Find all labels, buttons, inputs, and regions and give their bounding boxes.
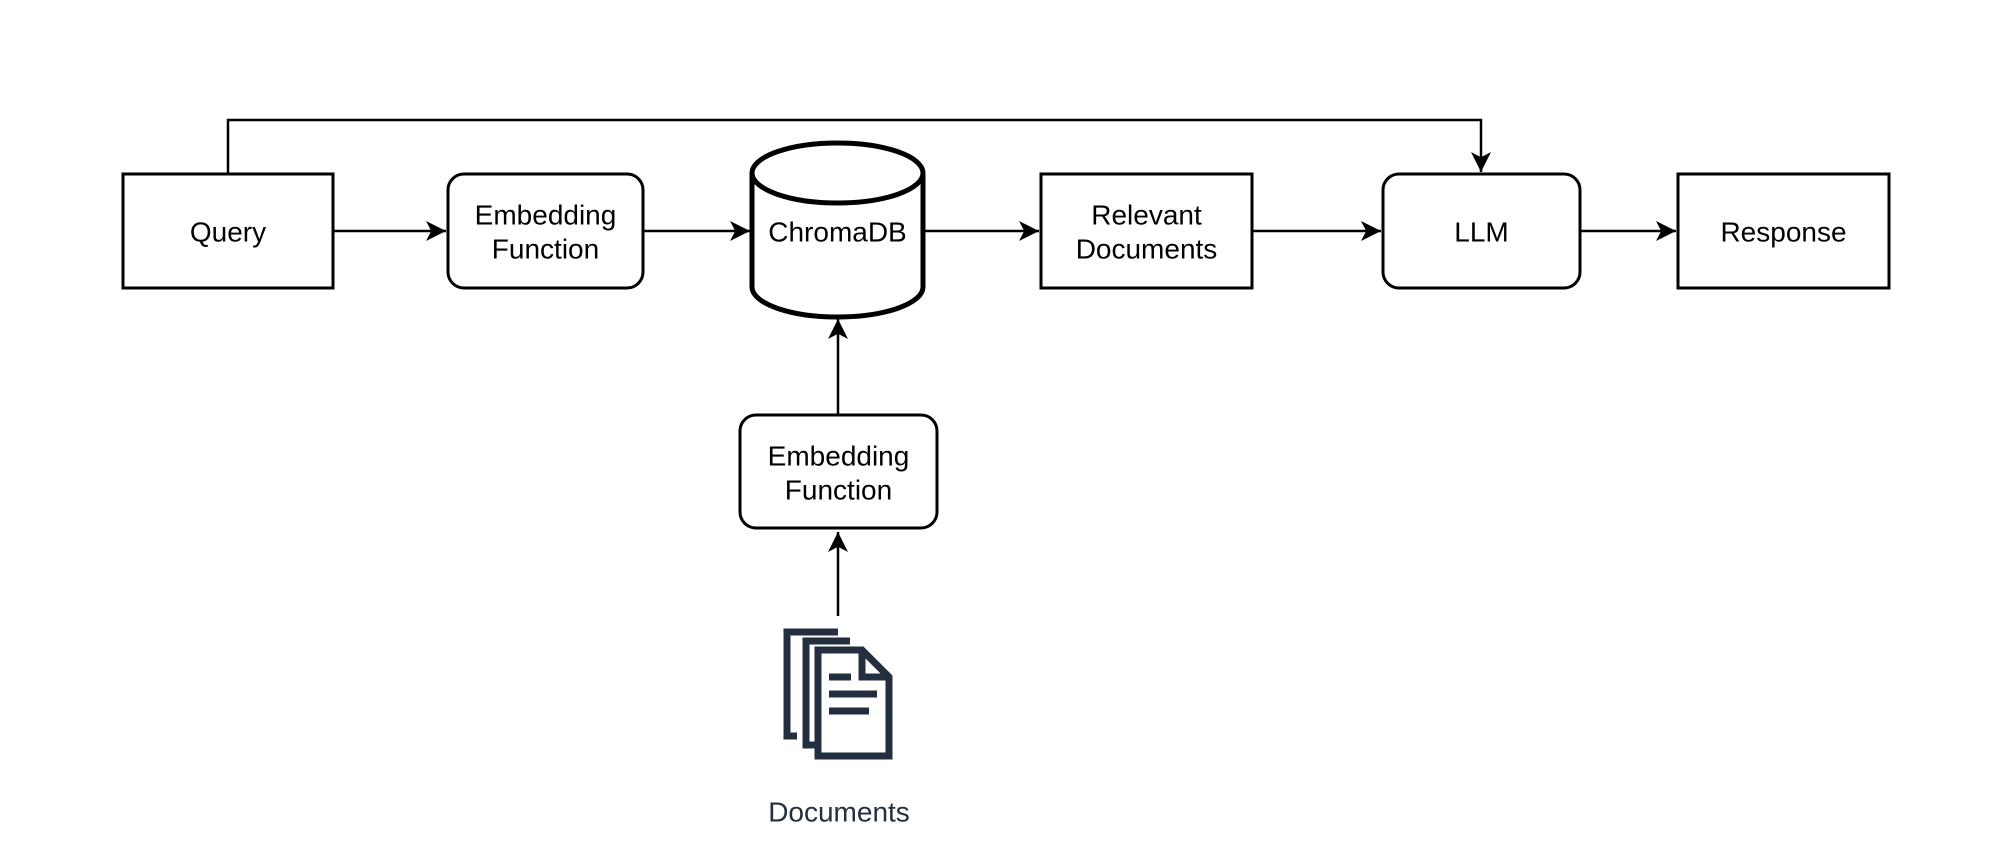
node-chromadb: ChromaDB — [749, 140, 926, 320]
relevant-documents-label-line1: Relevant — [1091, 200, 1202, 231]
node-query: Query — [121, 172, 335, 290]
documents-icon-back-sheet — [783, 628, 838, 740]
documents-icon-front-sheet — [814, 646, 893, 760]
documents-icon-fold — [858, 650, 889, 681]
node-response: Response — [1676, 172, 1891, 290]
embedding-function-ingest-label-line2: Function — [785, 475, 892, 506]
chromadb-cylinder-body — [749, 173, 926, 320]
relevant-documents-box — [1039, 172, 1254, 290]
response-box — [1676, 172, 1891, 290]
embedding-function-ingest-label-line1: Embedding — [768, 441, 910, 472]
node-documents: Documents — [768, 628, 910, 828]
chromadb-label: ChromaDB — [768, 217, 906, 248]
embedding-function-query-label-line1: Embedding — [475, 200, 617, 231]
node-relevant-documents: Relevant Documents — [1039, 172, 1254, 290]
relevant-documents-label-line2: Documents — [1076, 234, 1218, 265]
node-llm: LLM — [1381, 172, 1582, 290]
embedding-function-query-box — [446, 172, 645, 290]
llm-label: LLM — [1454, 217, 1508, 248]
query-label: Query — [190, 217, 266, 248]
response-label: Response — [1720, 217, 1846, 248]
llm-box — [1381, 172, 1582, 290]
documents-label: Documents — [768, 797, 910, 828]
embedding-function-ingest-box — [738, 413, 939, 530]
documents-icon — [783, 628, 893, 760]
query-box — [121, 172, 335, 290]
chromadb-cylinder-top — [749, 140, 926, 206]
embedding-function-query-label-line2: Function — [492, 234, 599, 265]
documents-icon-middle-sheet — [802, 637, 850, 749]
edge-group — [226, 118, 1676, 616]
edge-query-to-llm-bypass — [226, 118, 1491, 174]
node-embedding-function-ingest: Embedding Function — [738, 413, 939, 530]
node-embedding-function-query: Embedding Function — [446, 172, 645, 290]
